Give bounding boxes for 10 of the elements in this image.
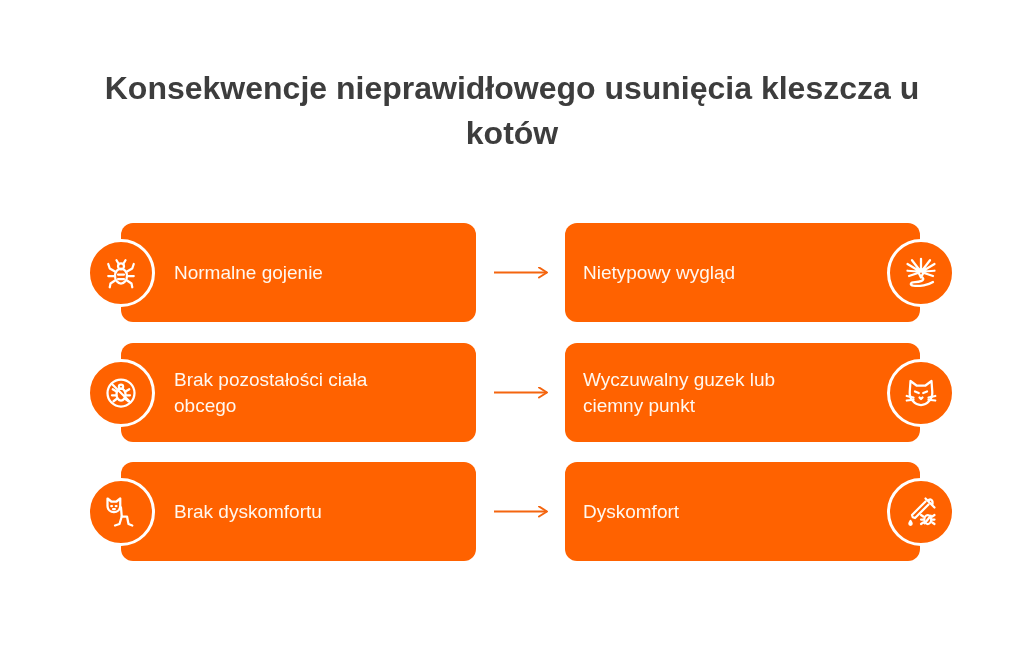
arrow bbox=[493, 266, 548, 279]
outcome-text: Dyskomfort bbox=[583, 499, 681, 524]
outcome-text: Wyczuwalny guzek lub ciemny punkt bbox=[583, 367, 777, 418]
diagram-title: Konsekwencje nieprawidłowego usunięcia kleszcza u kotów bbox=[103, 69, 921, 153]
outcome-text: Brak pozostałości ciała obcego bbox=[174, 367, 369, 418]
outcome-text: Nietypowy wygląd bbox=[583, 260, 737, 285]
outcome-text: Normalne gojenie bbox=[174, 260, 324, 285]
arrow bbox=[493, 505, 548, 518]
outcome-text: Brak dyskomfortu bbox=[174, 499, 323, 524]
arrow bbox=[493, 386, 548, 399]
